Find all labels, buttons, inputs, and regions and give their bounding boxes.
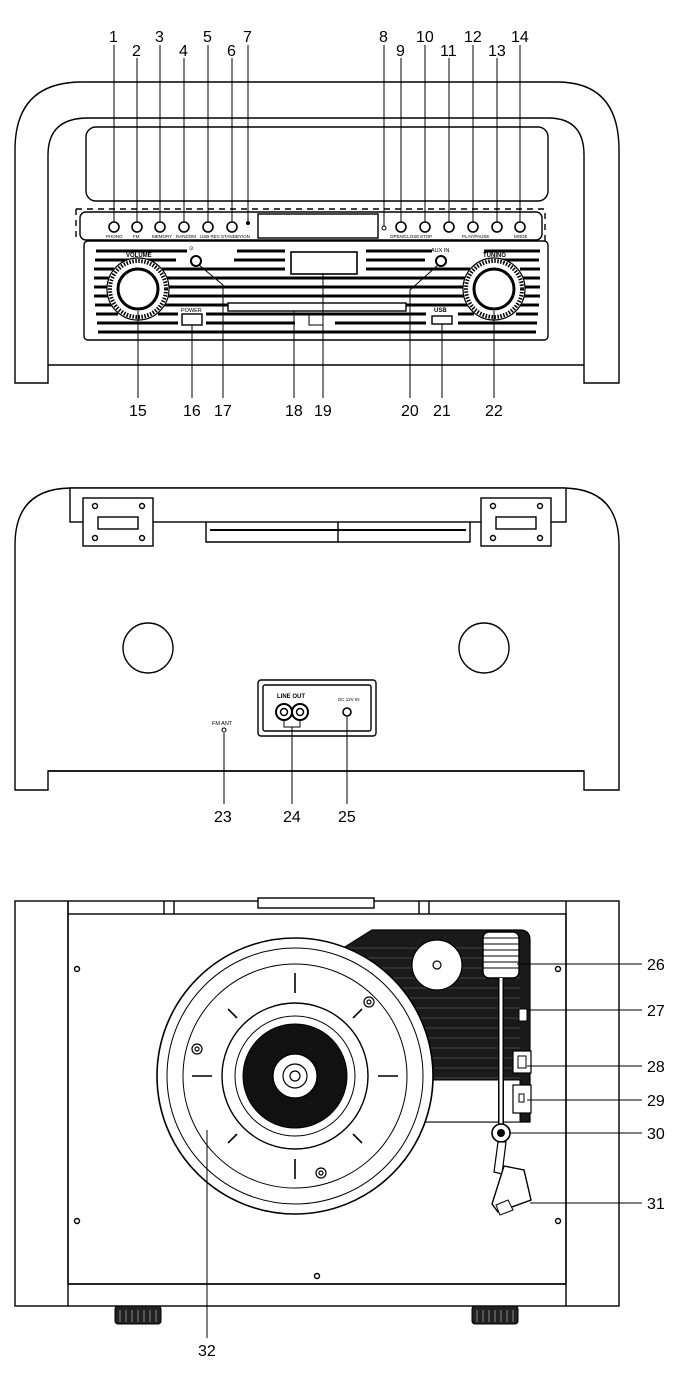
- volume-knob: [106, 257, 170, 321]
- callout-21: 21: [433, 403, 451, 420]
- button-label-phono: PHONO: [106, 234, 123, 239]
- counterweight: [482, 931, 520, 979]
- line-out-jacks: [221, 703, 352, 733]
- headphone-label: ⊙: [189, 246, 194, 252]
- callout-31: 31: [647, 1196, 665, 1213]
- button-label-usb-rec: USB REC: [200, 234, 221, 239]
- button-skip-forward: [491, 221, 503, 233]
- line-out-label: LINE OUT: [277, 694, 305, 700]
- callout-12: 12: [464, 29, 482, 46]
- button-play-pause: PLAY/PAUSE: [462, 221, 489, 239]
- button-usb-rec: USB REC: [200, 221, 221, 239]
- power-label: POWER: [181, 308, 202, 314]
- button-skip-back: [443, 221, 455, 233]
- button-phono: PHONO: [106, 221, 123, 239]
- callout-1: 1: [109, 29, 118, 46]
- fm-ant-label: FM ANT: [212, 721, 233, 727]
- rear-port-right: [458, 622, 510, 674]
- front-callouts-bottom: 15 16 17 18 19 20 21 22: [129, 403, 503, 420]
- rear-leader-lines: [223, 717, 348, 804]
- callout-32: 32: [198, 1343, 216, 1360]
- callout-29: 29: [647, 1093, 665, 1110]
- callout-28: 28: [647, 1059, 665, 1076]
- platter-strobe-marks: [192, 973, 398, 1179]
- button-label-memory: MEMORY: [152, 234, 172, 239]
- button-label-open-close: OPEN/CLOSE: [390, 234, 419, 239]
- callout-11: 11: [440, 43, 457, 60]
- callout-30: 30: [647, 1126, 665, 1143]
- button-open-close: OPEN/CLOSE: [390, 221, 419, 239]
- tuning-label: TUNING: [483, 253, 506, 259]
- callout-10: 10: [416, 29, 434, 46]
- callout-16: 16: [183, 403, 201, 420]
- usb-port: [431, 315, 453, 325]
- callout-26: 26: [647, 957, 665, 974]
- aux-in-label: AUX IN: [431, 248, 449, 254]
- button-label-stop: STOP: [420, 234, 432, 239]
- callout-25: 25: [338, 809, 356, 826]
- cd-slot: [227, 302, 407, 312]
- dc-in-jack: [342, 707, 352, 717]
- top-view: [14, 897, 620, 1307]
- rear-port-left: [122, 622, 174, 674]
- callout-18: 18: [285, 403, 303, 420]
- button-fm: FM: [131, 221, 143, 239]
- dc-in-label: DC 12V IN: [338, 697, 360, 702]
- front-buttons: PHONO FM MEMORY RANDOM USB REC STANDBY/O…: [106, 221, 528, 239]
- button-memory: MEMORY: [152, 221, 172, 239]
- callout-7: 7: [243, 29, 252, 46]
- callout-4: 4: [179, 43, 188, 60]
- cd-logo: [308, 314, 324, 326]
- callout-3: 3: [155, 29, 164, 46]
- callout-13: 13: [488, 43, 506, 60]
- callout-17: 17: [214, 403, 232, 420]
- power-switch: [181, 313, 203, 326]
- callout-8: 8: [379, 29, 388, 46]
- button-label-play-pause: PLAY/PAUSE: [462, 234, 489, 239]
- button-label-fm: FM: [133, 234, 140, 239]
- feet: [114, 1305, 519, 1325]
- aux-in-jack: [435, 255, 447, 267]
- callout-14: 14: [511, 29, 529, 46]
- callout-24: 24: [283, 809, 301, 826]
- button-label-standby: STANDBY/ON: [221, 234, 250, 239]
- display-window: [290, 251, 358, 275]
- rear-jack-panel: [257, 679, 377, 737]
- standby-led: [246, 221, 250, 225]
- hinge-left: [82, 497, 154, 547]
- usb-label: USB: [434, 308, 447, 314]
- front-leader-lines: [113, 45, 521, 398]
- front-callouts-top: 1 2 3 4 5 6 7 8 9 10 11 12 13 14: [109, 29, 529, 60]
- button-label-random: RANDOM: [176, 234, 196, 239]
- callout-9: 9: [396, 43, 405, 60]
- callout-20: 20: [401, 403, 419, 420]
- callout-23: 23: [214, 809, 232, 826]
- tuning-knob: [462, 257, 526, 321]
- fm-ant-point: [221, 727, 227, 733]
- button-label-mode: MODE: [514, 234, 528, 239]
- callout-2: 2: [132, 43, 141, 60]
- hinge-right: [480, 497, 552, 547]
- button-mode: MODE: [514, 221, 528, 239]
- volume-label: VOLUME: [126, 253, 152, 259]
- front-view: [14, 81, 620, 384]
- ir-sensor: [381, 225, 387, 231]
- arm-lift: [518, 1008, 528, 1022]
- callout-19: 19: [314, 403, 332, 420]
- callout-15: 15: [129, 403, 147, 420]
- top-leader-lines: [206, 963, 642, 1338]
- platter: [156, 937, 434, 1215]
- callout-22: 22: [485, 403, 503, 420]
- button-standby: STANDBY/ON: [221, 221, 250, 239]
- button-random: RANDOM: [176, 221, 196, 239]
- callout-27: 27: [647, 1003, 665, 1020]
- callout-6: 6: [227, 43, 236, 60]
- callout-5: 5: [203, 29, 212, 46]
- headphone-jack: [190, 255, 202, 267]
- button-stop: STOP: [419, 221, 432, 239]
- cartridge-headshell: [491, 1165, 532, 1213]
